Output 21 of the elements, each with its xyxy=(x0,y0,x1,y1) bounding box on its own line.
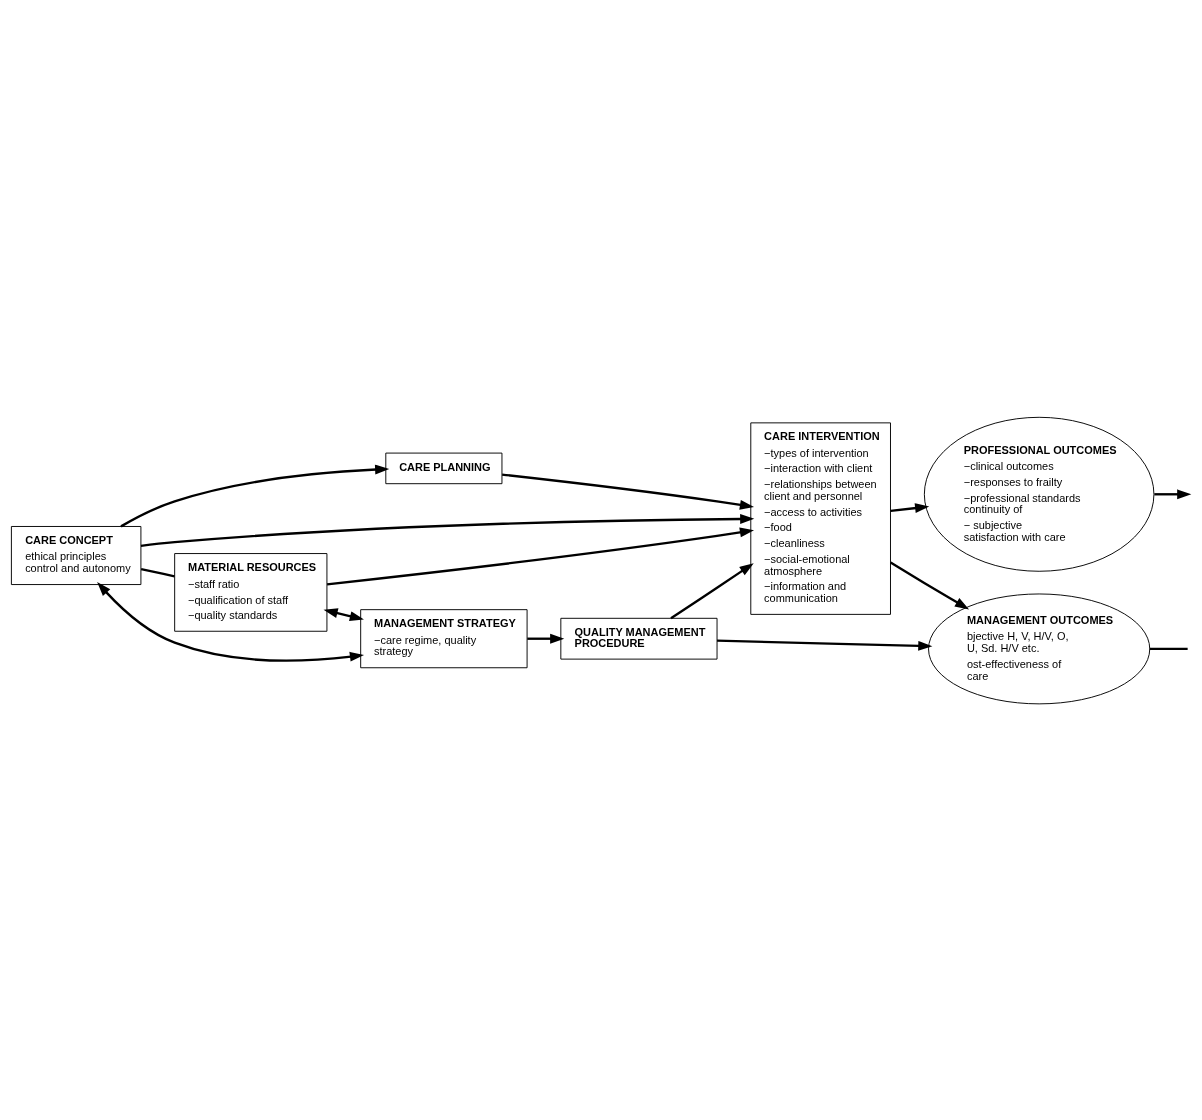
node-box: CARE INTERVENTION −types of intervention −interaction with client −relationships between client and personnel −access to activities −food −cleanliness −social-emotional atmosphere −information and communication xyxy=(750,421,891,615)
node-box: MANAGEMENT STRATEGY −care regime, quality strategy xyxy=(360,608,528,668)
arrow xyxy=(120,464,390,527)
node-box: MATERIAL RESOURCES −staff ratio −qualification of staff −quality standards xyxy=(174,552,328,632)
node-box: QUALITY MANAGEMENT PROCEDURE xyxy=(560,617,718,660)
arrow xyxy=(1154,488,1192,499)
arrow xyxy=(527,633,565,644)
connector xyxy=(140,567,175,577)
arrow xyxy=(97,581,364,662)
arrow xyxy=(502,472,755,510)
node-box: CARE CONCEPT ethical principles control and autonomy xyxy=(10,525,142,585)
arrow xyxy=(326,527,755,585)
arrow xyxy=(140,513,755,547)
connector xyxy=(1149,647,1188,650)
arrow xyxy=(670,562,754,619)
node-ellipse: PROFESSIONAL OUTCOMES −clinical outcomes −responses to frailty −professional standards continuity of − subjective satisfaction with care xyxy=(923,416,1155,572)
node-ellipse: MANAGEMENT OUTCOMES bjective H, V, H/V, O, U, Sd. H/V etc. ost-effectiveness of care xyxy=(928,593,1151,704)
node-box: CARE PLANNING xyxy=(385,452,503,484)
arrow xyxy=(890,502,930,513)
arrow xyxy=(717,639,933,651)
arrow xyxy=(890,560,970,609)
